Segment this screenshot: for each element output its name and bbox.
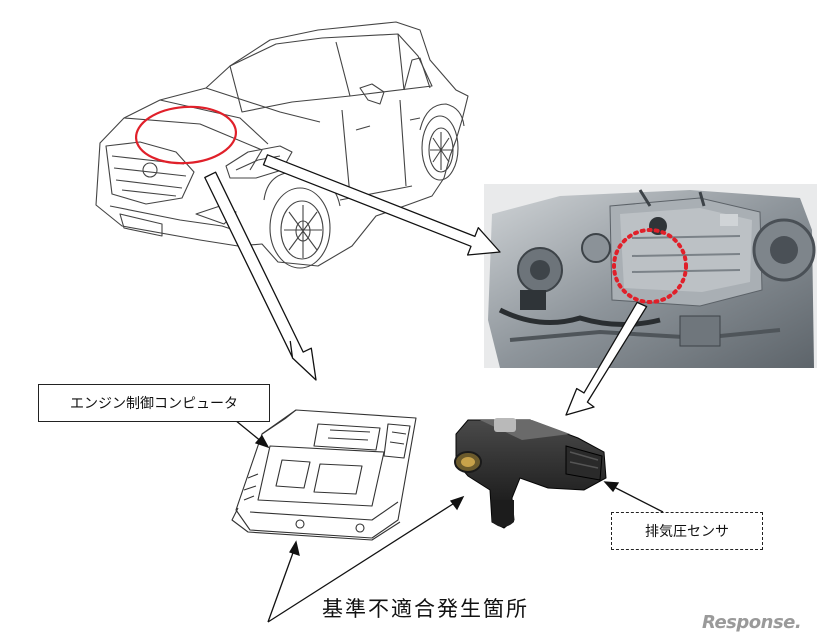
arrow-to-engine	[262, 154, 501, 256]
hood-highlight-ellipse	[134, 105, 238, 165]
response-logo-icon: R	[702, 612, 715, 633]
ecu-label: エンジン制御コンピュータ	[38, 384, 270, 422]
sensor-label: 排気圧センサ	[611, 512, 763, 550]
arrow-to-ecu	[204, 171, 317, 381]
engine-photo	[484, 184, 817, 368]
nonconformity-location-label: 基準不適合発生箇所	[322, 597, 529, 621]
arrow-to-sensor	[565, 301, 648, 416]
ecu-drawing	[231, 409, 417, 541]
vehicle-drawing	[95, 21, 469, 269]
response-watermark-text: esponse.	[714, 612, 802, 633]
sensor-location-highlight	[612, 228, 688, 304]
response-watermark: Response.	[702, 612, 802, 633]
exhaust-pressure-sensor-image	[454, 418, 607, 529]
label-pointer-lines	[234, 419, 664, 623]
